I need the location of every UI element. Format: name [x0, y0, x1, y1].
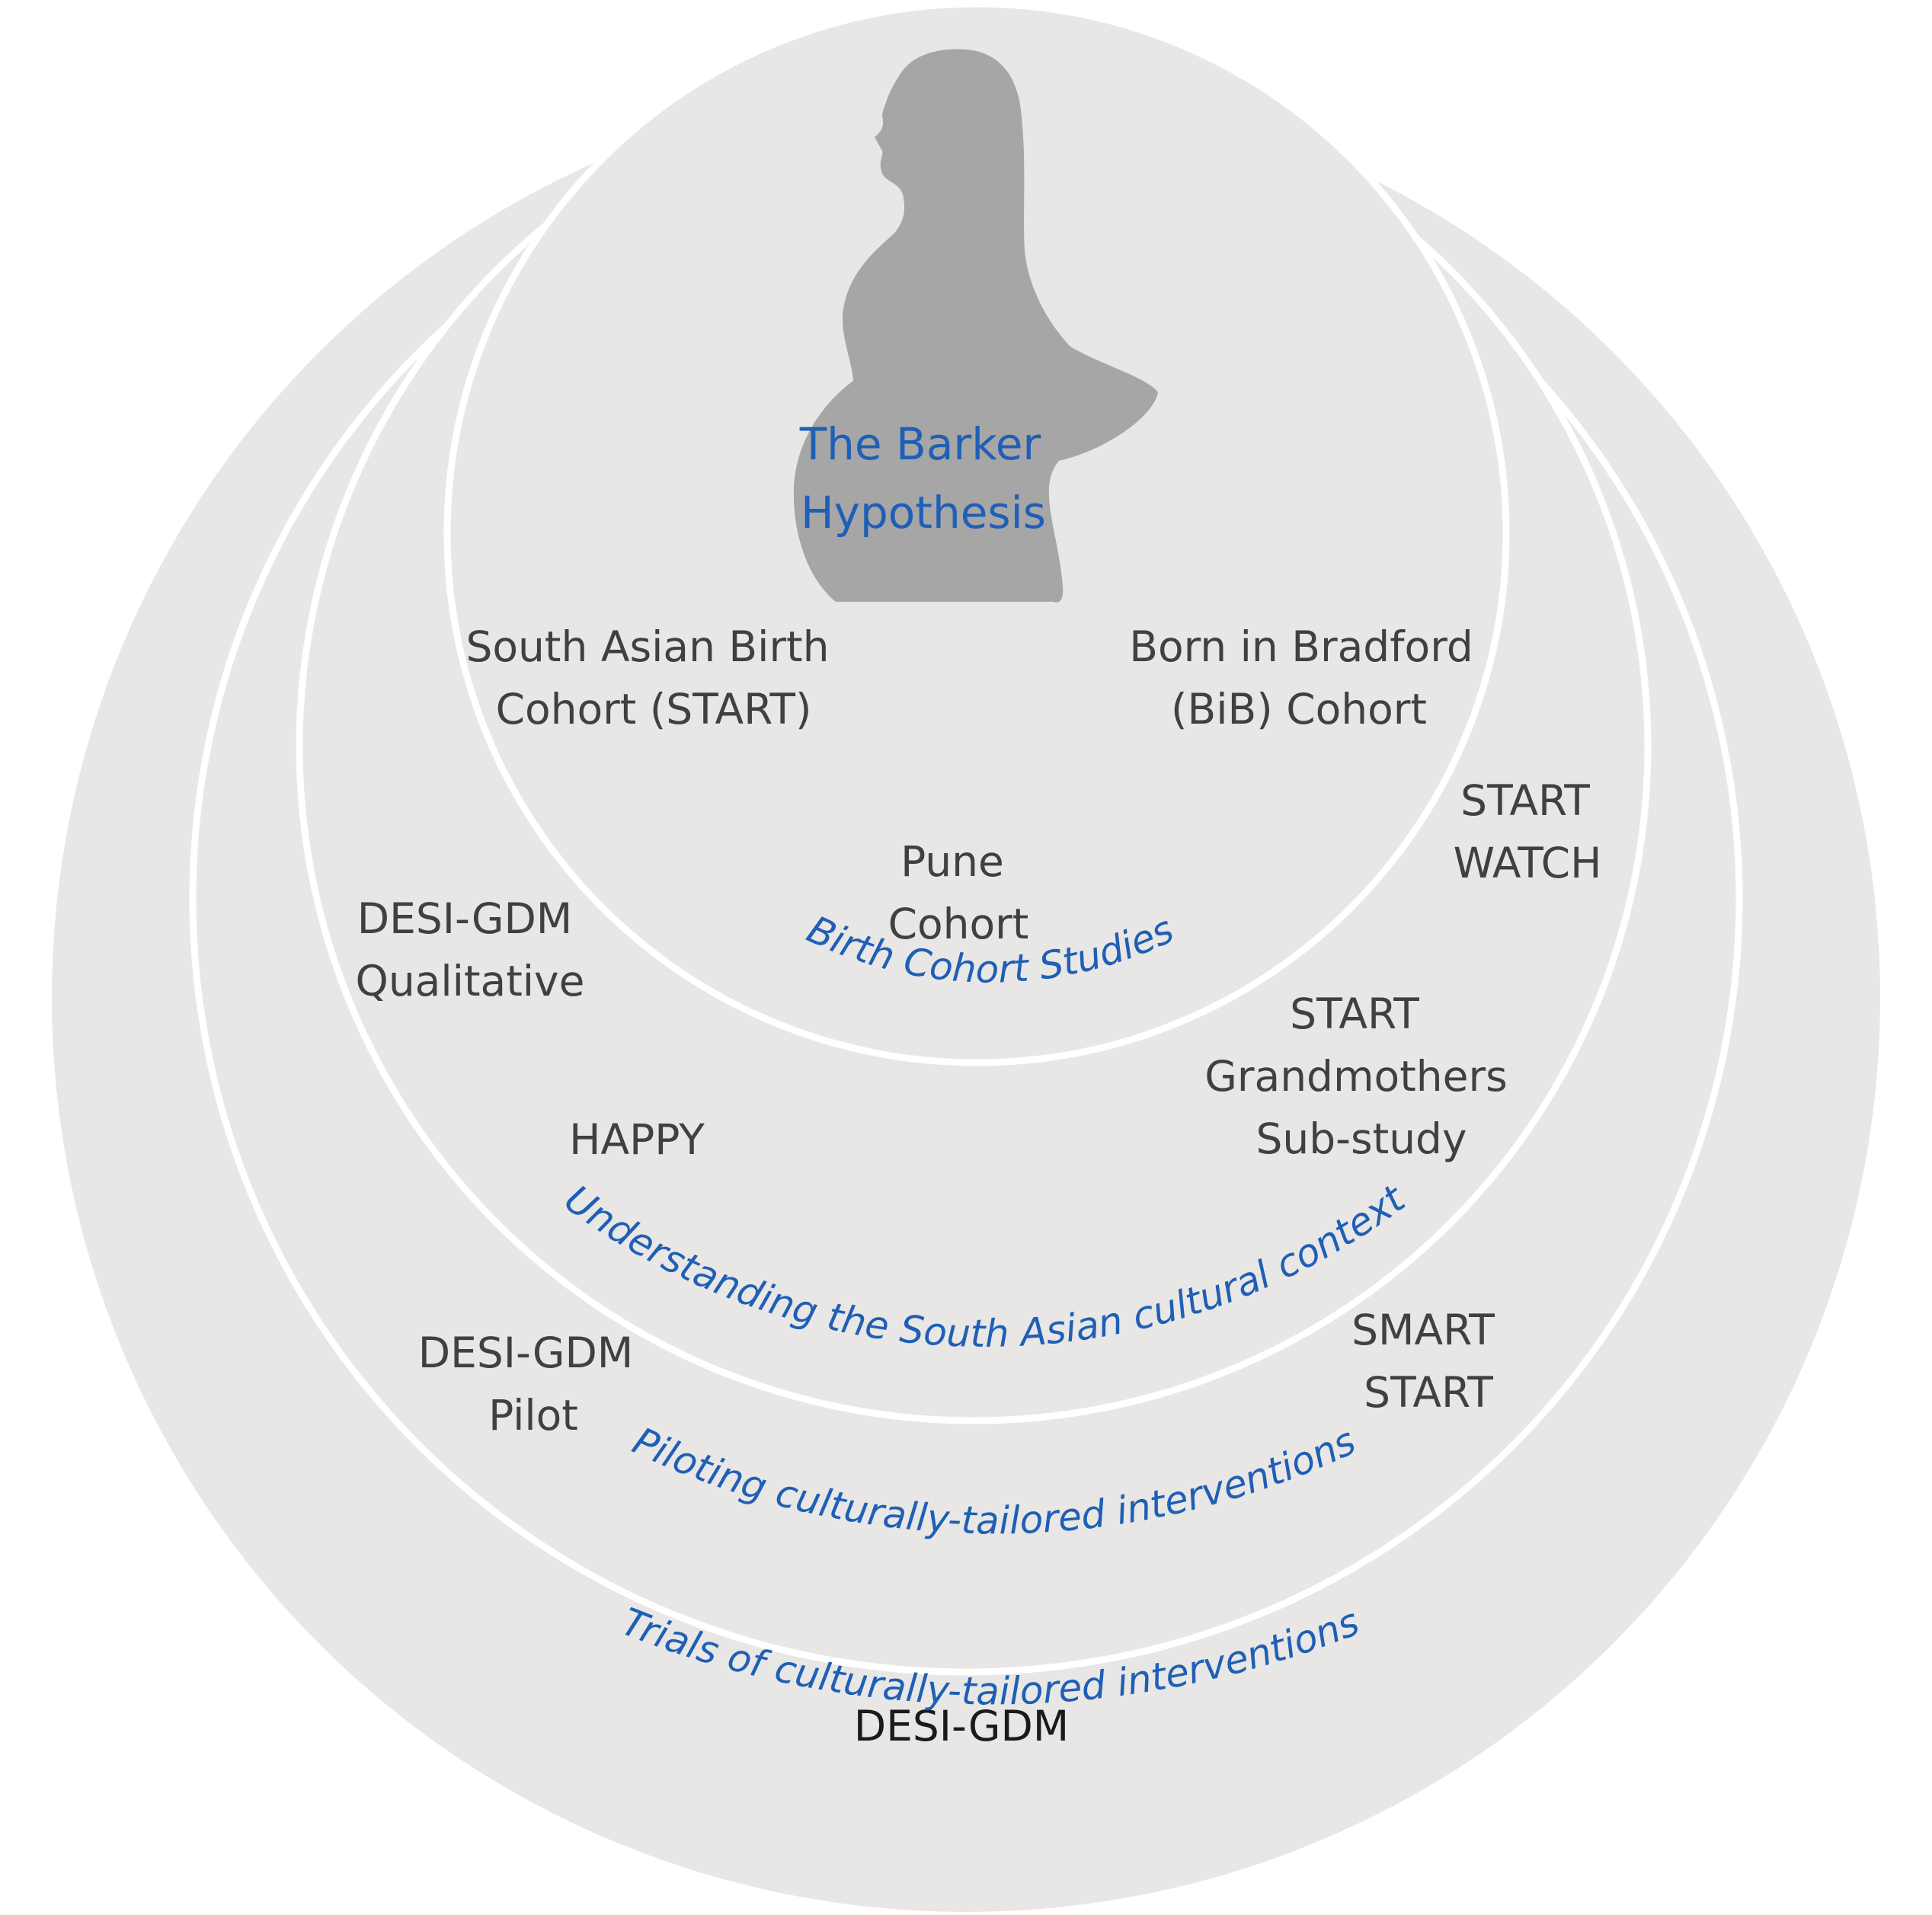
item-start-cohort-line2: Cohort (START)	[496, 685, 812, 734]
item-start-grandmothers-line2: Grandmothers	[1204, 1052, 1507, 1101]
item-pune-cohort-line2: Cohort	[888, 900, 1029, 948]
item-desi-qualitative-line2: Qualitative	[356, 957, 585, 1005]
item-start-watch-line1: START	[1460, 776, 1590, 825]
item-smart-start-line1: SMART	[1351, 1306, 1495, 1354]
item-start-cohort-line1: South Asian Birth	[466, 622, 830, 671]
item-desi-qualitative-line1: DESI-GDM	[357, 894, 573, 943]
pregnant-woman-silhouette-icon	[793, 49, 1158, 603]
item-desi-gdm: DESI-GDM	[854, 1702, 1070, 1750]
center-title-line1: The Barker	[799, 418, 1041, 470]
item-start-grandmothers-line3: Sub-study	[1255, 1114, 1467, 1163]
item-bib-cohort-line1: Born in Bradford	[1129, 622, 1473, 671]
item-smart-start-line2: START	[1364, 1368, 1493, 1417]
item-happy: HAPPY	[569, 1115, 705, 1164]
item-desi-pilot-line1: DESI-GDM	[418, 1328, 634, 1377]
item-desi-pilot-line2: Pilot	[488, 1391, 578, 1440]
item-start-grandmothers-line1: START	[1290, 989, 1419, 1038]
item-bib-cohort-line2: (BiB) Cohort	[1171, 685, 1427, 734]
item-start-watch-line2: WATCH	[1454, 839, 1602, 887]
item-pune-cohort-line1: Pune	[900, 837, 1004, 886]
center-title-line2: Hypothesis	[801, 487, 1046, 539]
